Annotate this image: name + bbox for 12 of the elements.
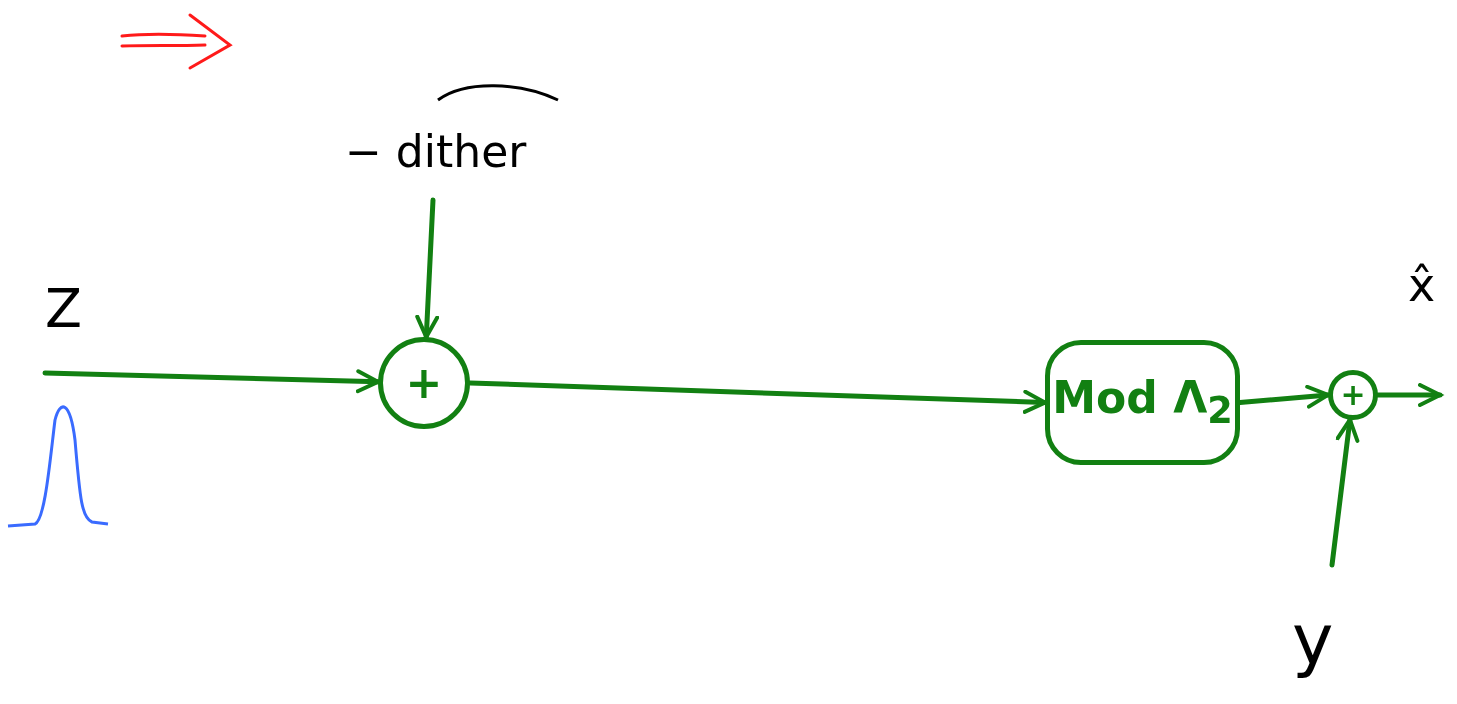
arrow: [415, 197, 440, 340]
modulo-block: Mod Λ$_{2}$: [1045, 340, 1240, 465]
arrow: [1237, 384, 1331, 409]
arrow: [42, 369, 381, 394]
arrow: [1329, 417, 1360, 568]
arrow: [467, 380, 1048, 414]
signal-label: x̂: [1408, 262, 1436, 308]
signal-label: − dither: [345, 130, 527, 174]
arrow: [1375, 383, 1443, 407]
sum-circle: +: [378, 337, 470, 429]
sum-circle: +: [1328, 370, 1378, 420]
signal-label: Z: [45, 282, 82, 336]
